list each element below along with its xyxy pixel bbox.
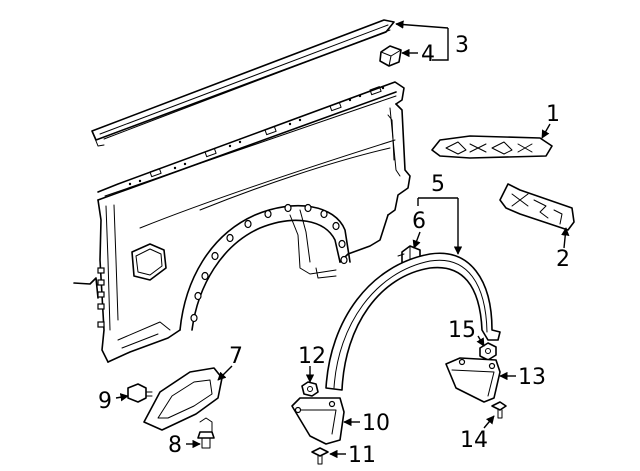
callout-15: 15 — [448, 318, 476, 343]
4x4-emblem — [431, 135, 553, 159]
callout-labels: 1 2 3 4 5 6 7 8 9 10 11 12 13 14 15 — [98, 33, 570, 468]
callout-14: 14 — [460, 428, 488, 453]
rear-mud-flap — [445, 357, 501, 403]
callout-3: 3 — [455, 33, 469, 58]
callout-6: 6 — [412, 209, 426, 234]
fastener-8 — [197, 417, 215, 449]
wheel-flare — [325, 252, 501, 391]
bed-rail-cap — [91, 19, 395, 147]
callout-5: 5 — [431, 172, 445, 197]
nut-12 — [301, 381, 319, 397]
push-pin-9 — [127, 383, 153, 403]
callout-13: 13 — [518, 365, 546, 390]
callout-4: 4 — [421, 42, 435, 67]
rail-clip — [379, 45, 402, 67]
callout-1: 1 — [546, 102, 560, 127]
callout-8: 8 — [168, 433, 182, 458]
screw-11 — [311, 447, 329, 465]
callout-7: 7 — [229, 344, 243, 369]
front-mud-flap — [291, 397, 345, 445]
callout-10: 10 — [362, 411, 390, 436]
leader-lines — [115, 20, 570, 459]
box-side-panel — [73, 81, 411, 363]
callout-2: 2 — [556, 247, 570, 272]
callout-11: 11 — [348, 443, 376, 468]
callout-12: 12 — [298, 344, 326, 369]
nut-15 — [479, 342, 497, 361]
screw-14 — [491, 401, 507, 419]
callout-9: 9 — [98, 389, 112, 414]
x31-emblem — [499, 183, 575, 231]
